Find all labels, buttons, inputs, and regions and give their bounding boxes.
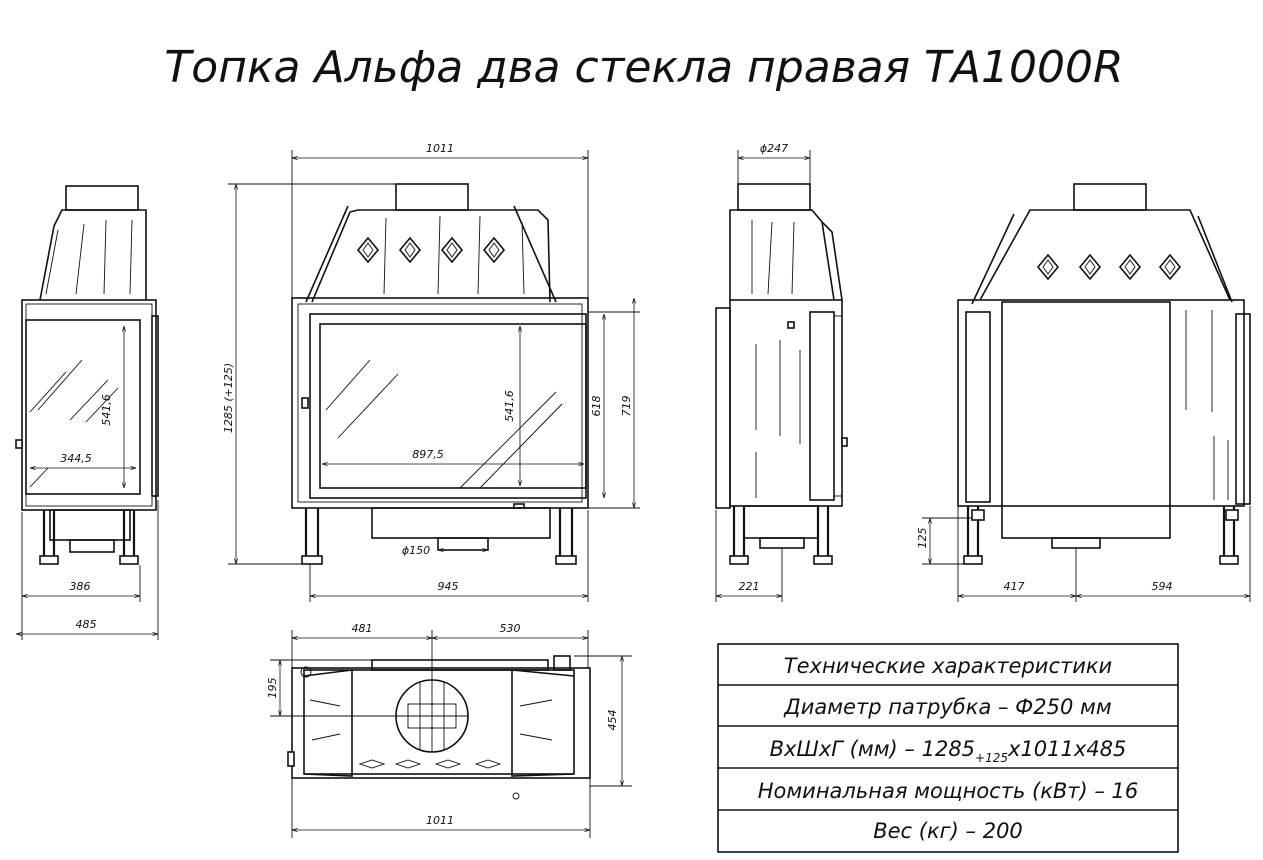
back-594-label: 594	[1152, 580, 1173, 593]
left-glass-width-label: 344,5	[60, 452, 92, 465]
specs-pipe-diameter: Диаметр патрубка – Ф250 мм	[783, 695, 1112, 719]
front-glass-height-label: 541,6	[503, 390, 516, 422]
right-side-view: ϕ247 221	[715, 142, 848, 602]
top-view: 481 530 195 454 1011	[266, 622, 632, 838]
top-195-label: 195	[266, 678, 279, 699]
top-1011-label: 1011	[426, 814, 454, 827]
specs-dimensions-rest: х1011х485	[1007, 737, 1126, 761]
back-125-label: 125	[916, 528, 929, 549]
side-pipe-label: ϕ247	[760, 142, 788, 155]
front-air-vent-icons	[356, 236, 506, 264]
left-width-386-label: 386	[70, 580, 91, 593]
specs-heading: Технические характеристики	[784, 654, 1112, 678]
side-221-label: 221	[739, 580, 760, 593]
front-719-label: 719	[620, 396, 633, 417]
back-417-label: 417	[1004, 580, 1025, 593]
left-glass-height-label: 541,6	[100, 394, 113, 426]
specs-dimensions-sub: +125	[975, 751, 1008, 765]
specs-table: Технические характеристики Диаметр патру…	[717, 643, 1179, 853]
front-view: 1011 1285 (+125) 897,5 541,6 618 719 ϕ15…	[222, 142, 640, 602]
top-454-label: 454	[606, 710, 619, 731]
top-vent-markers	[358, 759, 502, 769]
left-depth-485-label: 485	[76, 618, 97, 631]
specs-power: Номинальная мощность (кВт) – 16	[758, 779, 1139, 803]
top-530-label: 530	[500, 622, 521, 635]
specs-dimensions: ВхШхГ (мм) – 1285+125х1011х485	[770, 737, 1127, 765]
front-width-1011-label: 1011	[426, 142, 454, 155]
front-legs-945-label: 945	[438, 580, 459, 593]
front-flue-label: ϕ150	[402, 544, 430, 557]
back-air-vent-icons	[1036, 253, 1182, 281]
specs-weight: Вес (кг) – 200	[873, 819, 1023, 843]
front-618-label: 618	[590, 396, 603, 417]
drawing-title: Топка Альфа два стекла правая ТА1000R	[164, 42, 1123, 93]
left-side-view: 344,5 541,6 386 485	[15, 185, 159, 640]
specs-dimensions-main: ВхШхГ (мм) – 1285	[770, 737, 975, 761]
front-height-label: 1285 (+125)	[222, 363, 235, 433]
back-view: 125 417 594	[916, 183, 1251, 602]
front-glass-width-label: 897,5	[412, 448, 444, 461]
top-481-label: 481	[352, 622, 373, 635]
